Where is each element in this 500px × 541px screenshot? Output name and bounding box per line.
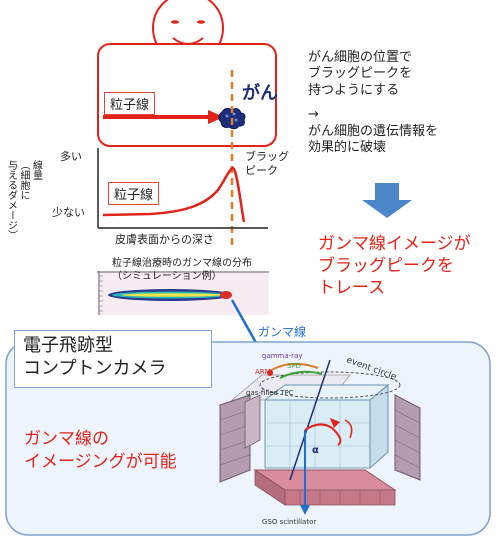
graph-x-axis-label: 皮膚表面からの深さ [115, 233, 214, 246]
graph-y-low: 少ない [52, 206, 85, 219]
bragg-peak-label: ブラッグ ピーク [245, 150, 289, 177]
curve-label: 粒子線 [108, 182, 160, 205]
camera-title: 電子飛跡型 コンプトンカメラ [14, 330, 212, 388]
cancer-label: がん [242, 83, 278, 104]
graph-y-axis-label: 線量 （細胞に 与えるダメージ） [5, 160, 42, 240]
explanation-arrow: → [308, 107, 319, 122]
spd-text: SPD [287, 362, 302, 370]
arm-text: ARM [255, 368, 271, 376]
simulation-title: 粒子線治療時のガンマ線の分布 （シミュレーション例） [112, 258, 252, 282]
down-arrow [362, 183, 412, 218]
simulation-image [97, 271, 269, 315]
camera-caption: ガンマ線の イメージングが可能 [24, 429, 177, 472]
detector-illustration [219, 359, 421, 515]
gso-text: GSO scintillator [262, 518, 317, 526]
gamma-ray-label: ガンマ線 [258, 325, 307, 339]
explanation-text-2: がん細胞の遺伝情報を 効果的に破壊 [308, 124, 439, 156]
bragg-curve [102, 166, 246, 223]
gamma-ray-text: gamma-ray [262, 352, 303, 360]
alpha-text: α [312, 445, 319, 456]
beam-label: 粒子線 [104, 92, 156, 115]
explanation-text-1: がん細胞の位置で ブラッグピークを 持つようにする [308, 50, 413, 98]
gas-tpc-text: gas-filled TPC [246, 389, 294, 397]
graph-y-high: 多い [60, 150, 82, 163]
red-message: ガンマ線イメージが ブラッグピークを トレース [318, 234, 471, 299]
